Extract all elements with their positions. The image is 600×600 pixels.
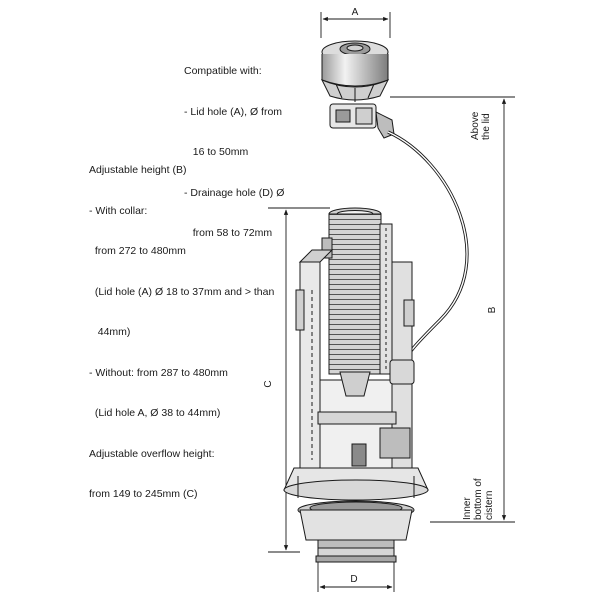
svg-text:bottom of: bottom of — [473, 478, 484, 520]
svg-text:the lid: the lid — [481, 113, 492, 140]
adjustable-line: from 149 to 245mm (C) — [89, 488, 198, 500]
valve-body — [283, 207, 429, 563]
adjustable-line: 44mm) — [89, 326, 131, 338]
svg-text:cistern: cistern — [484, 491, 495, 520]
push-button-assembly — [320, 40, 395, 139]
compatibility-line: from 58 to 72mm — [184, 227, 273, 239]
adjustable-line: - With collar: — [89, 204, 148, 217]
svg-text:Inner: Inner — [462, 497, 473, 520]
adjustable-line: Adjustable overflow height: — [89, 447, 215, 460]
inner-bottom-label: Inner bottom of cistern — [462, 478, 495, 520]
compatibility-heading: Compatible with: — [184, 65, 262, 77]
adjustable-line: - Without: from 287 to 480mm — [89, 366, 228, 379]
svg-text:Above: Above — [470, 111, 481, 140]
compatibility-line: - Drainage hole (D) Ø — [184, 186, 285, 199]
dimension-b-label: B — [487, 306, 498, 313]
dimension-c-label: C — [263, 380, 274, 387]
dimension-d-label: D — [350, 574, 357, 585]
adjustable-line: (Lid hole A, Ø 38 to 44mm) — [89, 407, 221, 419]
adjustable-line: (Lid hole (A) Ø 18 to 37mm and > than — [89, 285, 275, 298]
adjustable-height-note: Adjustable height (B) - With collar: fro… — [89, 137, 274, 515]
dimension-b — [390, 96, 515, 523]
dimension-a — [320, 12, 391, 38]
above-lid-label: Above the lid — [470, 111, 492, 140]
dimension-c — [268, 207, 330, 553]
adjustable-line: from 272 to 480mm — [89, 245, 186, 257]
compatibility-line: 16 to 50mm — [184, 146, 249, 158]
compatibility-note: Compatible with: - Lid hole (A), Ø from … — [184, 38, 284, 254]
adjustable-heading: Adjustable height (B) — [89, 164, 187, 176]
dimension-d — [317, 562, 395, 592]
compatibility-line: - Lid hole (A), Ø from — [184, 105, 283, 118]
dimension-a-label: A — [352, 7, 359, 18]
